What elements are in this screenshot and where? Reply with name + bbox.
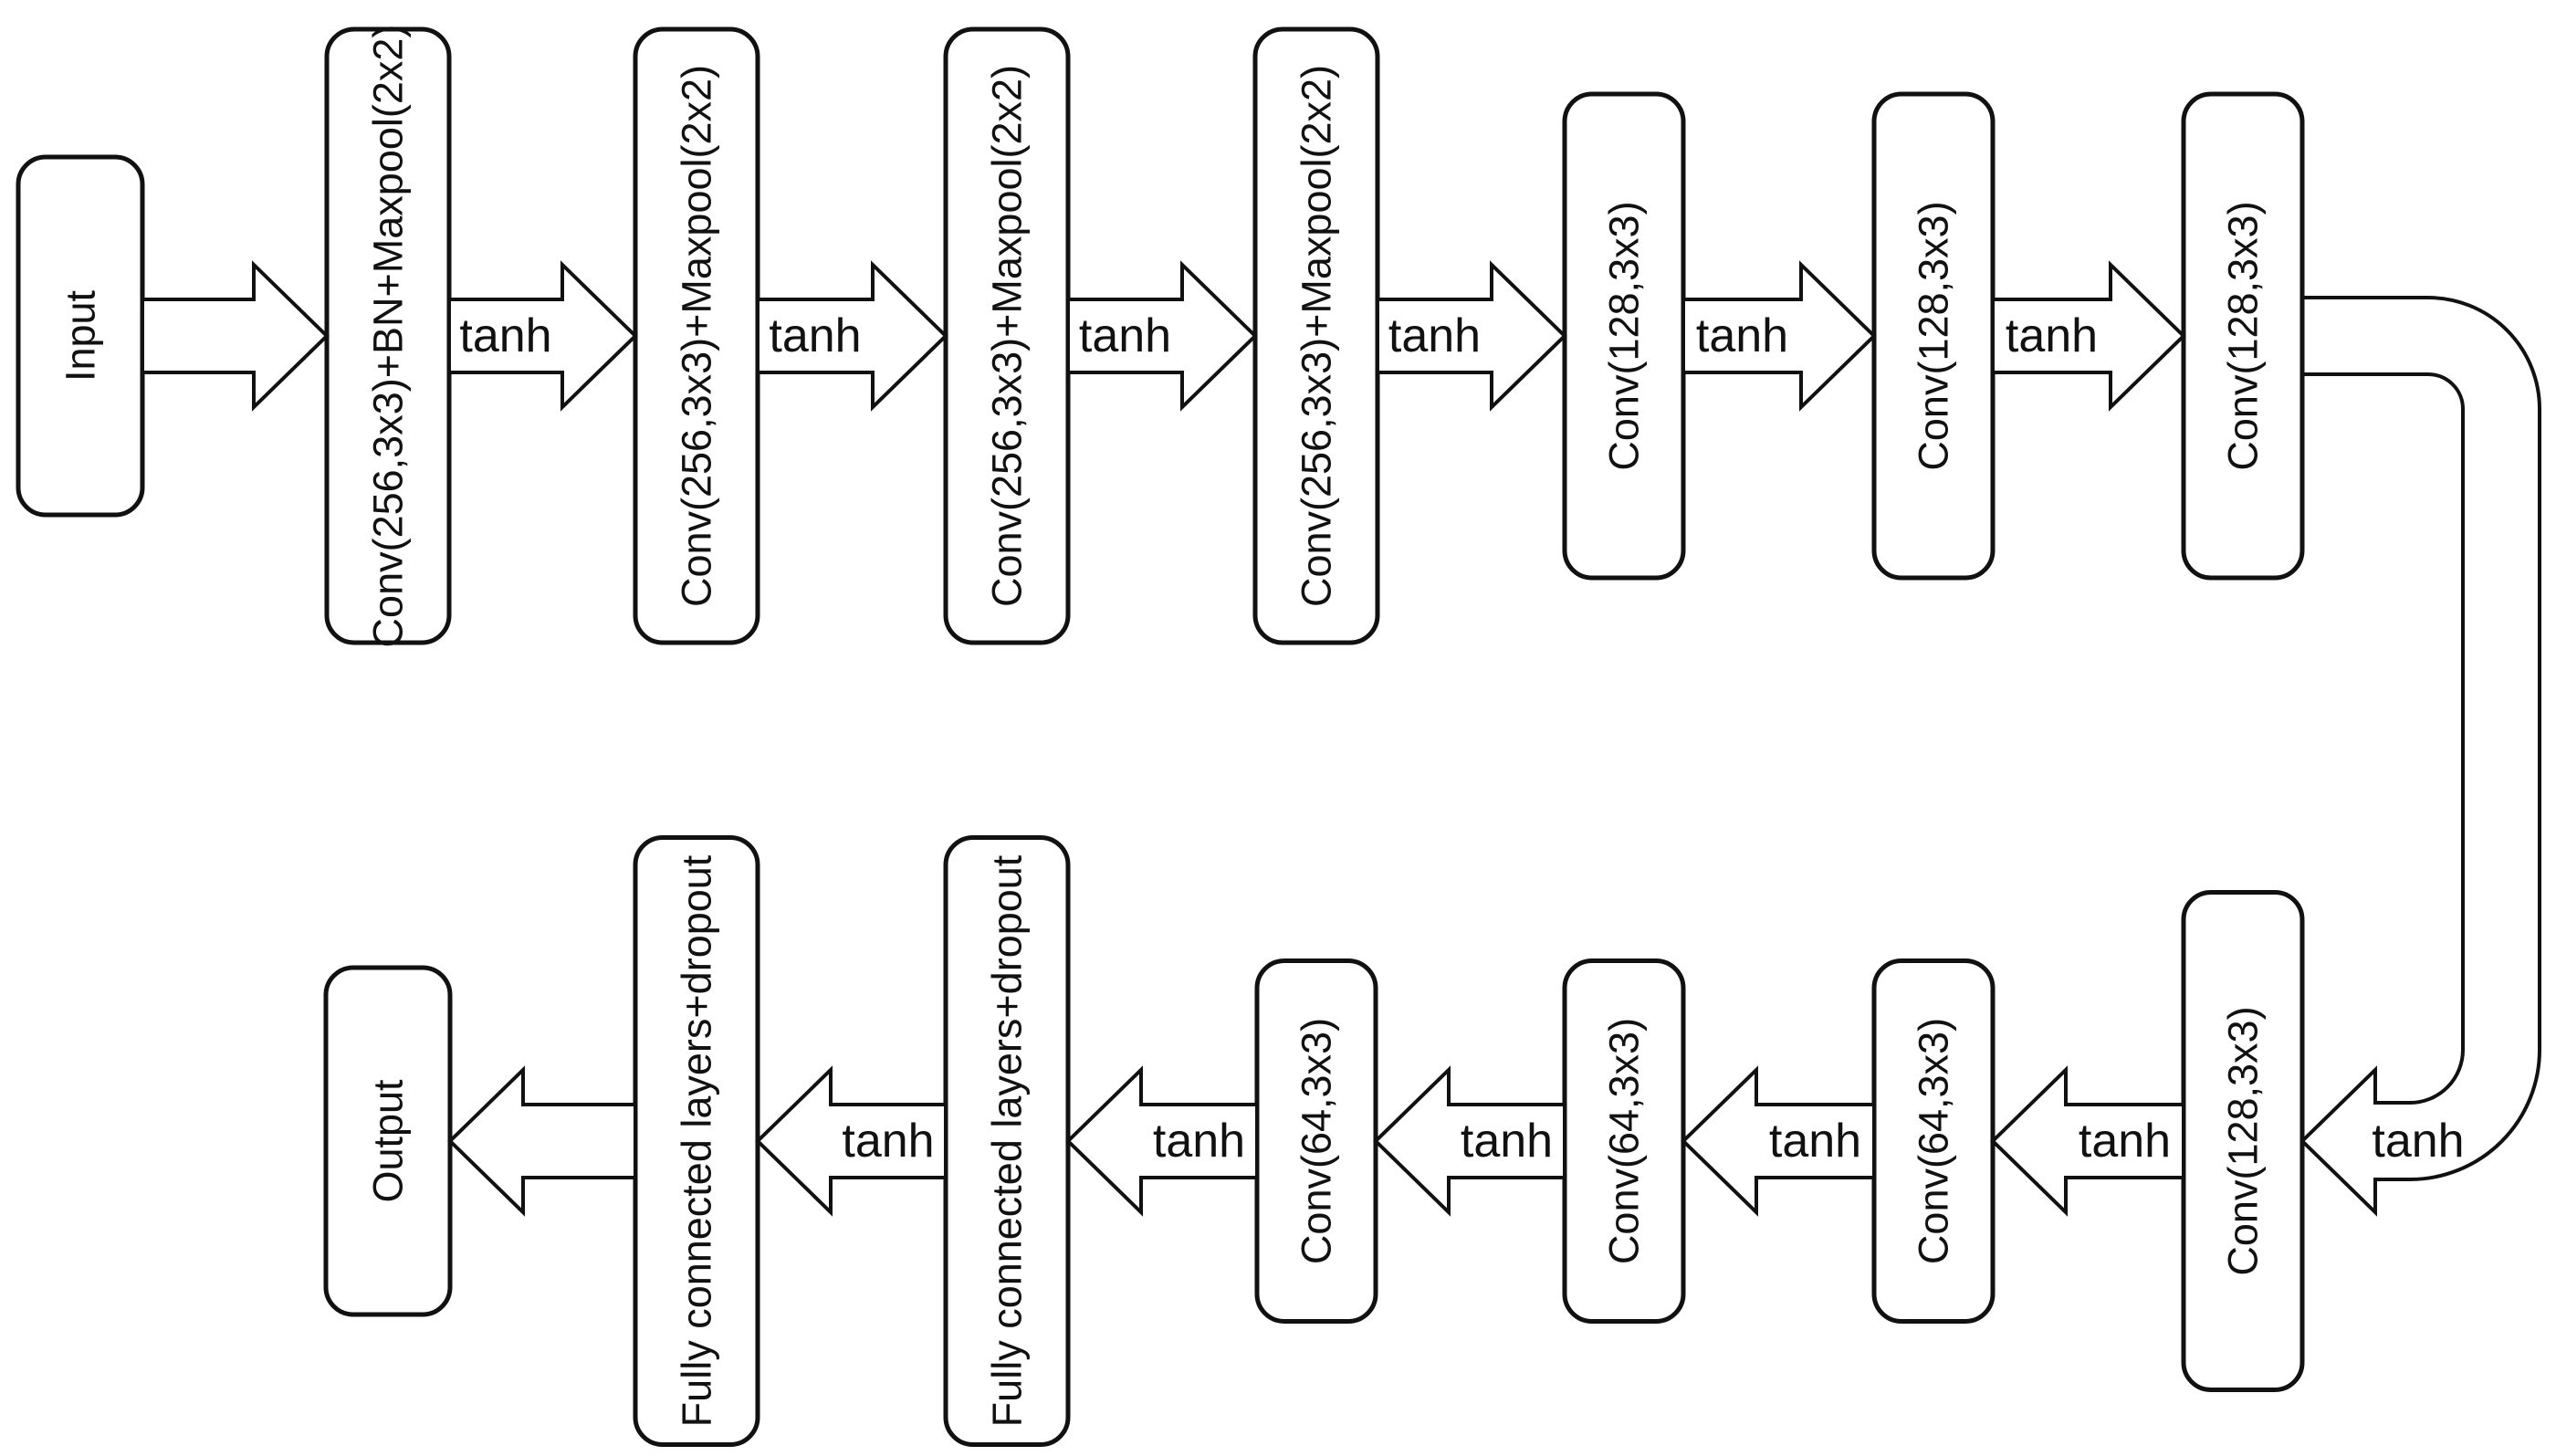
node-label-conv8: Conv(128,3x3) — [2220, 1006, 2267, 1275]
arrow-label-conv1-conv2: tanh — [459, 309, 551, 362]
arrow-input-conv1 — [141, 260, 330, 412]
node-label-conv6: Conv(128,3x3) — [1911, 201, 1957, 470]
node-label-conv4: Conv(256,3x3)+Maxpool(2x2) — [1294, 65, 1340, 607]
node-label-conv10: Conv(64,3x3) — [1601, 1018, 1648, 1264]
arrow-label-conv3-conv4: tanh — [1079, 309, 1171, 362]
node-label-conv11: Conv(64,3x3) — [1294, 1018, 1340, 1264]
pipe-connector-inner — [2295, 299, 2538, 1178]
arrow-label-fc1-fc2: tanh — [842, 1115, 934, 1168]
node-label-conv1: Conv(256,3x3)+BN+Maxpool(2x2) — [365, 25, 412, 648]
node-label-fc1: Fully connected layers+dropout — [984, 854, 1031, 1427]
node-label-conv3: Conv(256,3x3)+Maxpool(2x2) — [984, 65, 1031, 607]
arrow-conv10-conv11 — [1373, 1065, 1566, 1217]
arrow-conv3-conv4 — [1066, 260, 1258, 412]
pipe-arrowhead — [2299, 1065, 2377, 1217]
arrow-conv9-conv10 — [1681, 1065, 1876, 1217]
arrow-conv2-conv3 — [756, 260, 948, 412]
arrow-label-conv10-conv11: tanh — [1461, 1115, 1553, 1168]
arrow-label-conv2-conv3: tanh — [769, 309, 861, 362]
arrow-fc1-fc2 — [755, 1065, 948, 1217]
node-label-conv7: Conv(128,3x3) — [2220, 201, 2267, 470]
arrow-label-conv9-conv10: tanh — [1769, 1115, 1861, 1168]
arrow-conv5-conv6 — [1681, 260, 1877, 412]
node-label-conv5: Conv(128,3x3) — [1601, 201, 1648, 470]
arrow-label-conv4-conv5: tanh — [1388, 309, 1481, 362]
pipe-arrow-label: tanh — [2372, 1115, 2464, 1168]
node-label-fc2: Fully connected layers+dropout — [674, 854, 720, 1427]
node-label-input: Input — [58, 289, 104, 382]
arrow-conv4-conv5 — [1376, 260, 1567, 412]
arrow-label-conv8-conv9: tanh — [2079, 1115, 2171, 1168]
arrow-fc2-output — [447, 1065, 637, 1217]
arrow-label-conv6-conv7: tanh — [2006, 309, 2098, 362]
arrow-conv6-conv7 — [1991, 260, 2186, 412]
arrow-conv1-conv2 — [447, 260, 638, 412]
arrow-conv8-conv9 — [1990, 1065, 2185, 1217]
arrow-conv11-fc1 — [1065, 1065, 1259, 1217]
arrow-label-conv11-fc1: tanh — [1153, 1115, 1245, 1168]
node-label-output: Output — [365, 1079, 412, 1203]
node-label-conv9: Conv(64,3x3) — [1911, 1018, 1957, 1264]
node-label-conv2: Conv(256,3x3)+Maxpool(2x2) — [674, 65, 720, 607]
arrow-label-conv5-conv6: tanh — [1696, 309, 1788, 362]
